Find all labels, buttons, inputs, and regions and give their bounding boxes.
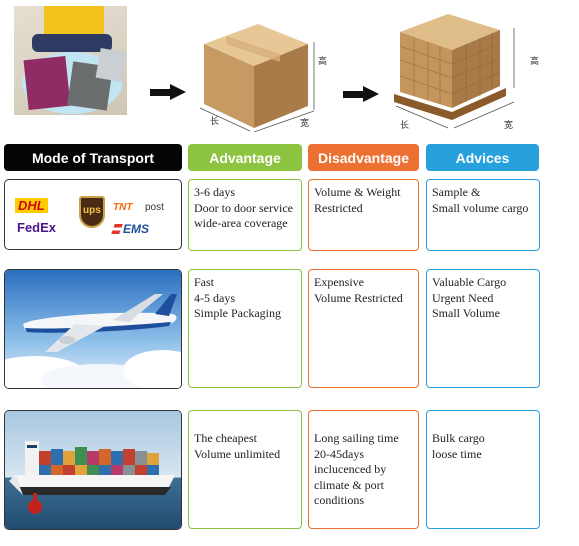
header-disadvantage: Disadvantage — [308, 144, 419, 171]
header-advices: Advices — [426, 144, 539, 171]
express-courier-logos: DHL FedEx ups TNT post EMS — [4, 179, 182, 250]
arrow-right-icon — [343, 86, 379, 102]
express-disadvantage-line: Volume & Weight — [314, 185, 401, 199]
sea-advices-line: loose time — [432, 446, 482, 461]
air-advices-line: Urgent Need — [432, 290, 494, 305]
sea-advantage-line: Volume unlimited — [194, 446, 281, 461]
air-disadvantage-line: Volume Restricted — [314, 290, 403, 305]
airplane-illustration — [5, 270, 181, 388]
air-advantage-cell: Fast 4-5 days Simple Packaging — [188, 269, 302, 388]
pallet-cartons-illustration — [394, 14, 515, 129]
ems-stripe-icon — [111, 224, 123, 234]
sea-disadvantage-line: Long sailing time — [314, 431, 399, 445]
sea-disadvantage-line: climate & port — [314, 477, 384, 492]
sea-advices-line: Bulk cargo — [432, 431, 485, 445]
packing-photo — [14, 6, 127, 115]
arrow-right-icon — [150, 84, 186, 100]
express-advices-cell: Sample & Small volume cargo — [426, 179, 540, 251]
header-advantage: Advantage — [188, 144, 302, 171]
air-disadvantage-cell: Expensive Volume Restricted — [308, 269, 419, 388]
dim-high-label: 高 — [318, 57, 328, 67]
ups-shield-icon: ups — [79, 196, 105, 228]
sea-disadvantage-line: 20-45days — [314, 446, 364, 461]
ems-logo: EMS — [123, 222, 150, 236]
sea-disadvantage-line: inclucenced by — [314, 462, 387, 476]
air-advantage-line: 4-5 days — [194, 290, 235, 305]
air-disadvantage-line: Expensive — [314, 275, 364, 289]
sea-freight-image — [4, 410, 182, 530]
container-ship-illustration — [5, 411, 181, 529]
ups-logo: ups — [83, 205, 101, 216]
air-advices-line: Valuable Cargo — [432, 275, 507, 289]
express-disadvantage-cell: Volume & Weight Restricted — [308, 179, 419, 251]
express-advantage-line: Door to door service — [194, 200, 293, 215]
air-advices-cell: Valuable Cargo Urgent Need Small Volume — [426, 269, 540, 388]
header-mode-of-transport: Mode of Transport — [4, 144, 182, 171]
fedex-logo: FedEx — [17, 220, 57, 235]
sea-advices-cell: Bulk cargo loose time — [426, 410, 540, 529]
sea-advantage-cell: The cheapest Volume unlimited — [188, 410, 302, 529]
carton-box-illustration — [199, 24, 315, 132]
express-advantage-cell: 3-6 days Door to door service wide-area … — [188, 179, 302, 251]
express-disadvantage-line: Restricted — [314, 200, 363, 215]
air-advantage-line: Fast — [194, 275, 215, 289]
dim-wide-label: 宽 — [300, 119, 310, 129]
express-advices-line: Small volume cargo — [432, 200, 529, 215]
air-advices-line: Small Volume — [432, 306, 500, 320]
dim-long-label: 长 — [210, 117, 220, 127]
dim-long-label: 长 — [400, 121, 410, 131]
air-advantage-line: Simple Packaging — [194, 306, 281, 320]
express-advantage-line: wide-area coverage — [194, 216, 288, 230]
express-advantage-line: 3-6 days — [194, 185, 235, 199]
tnt-logo: TNT — [113, 202, 133, 213]
express-advices-line: Sample & — [432, 185, 481, 199]
dhl-logo: DHL — [15, 198, 48, 213]
sea-disadvantage-cell: Long sailing time 20-45days inclucenced … — [308, 410, 419, 529]
sea-advantage-line: The cheapest — [194, 431, 257, 445]
dim-wide-label: 宽 — [504, 121, 514, 131]
dim-high-label: 高 — [530, 57, 540, 67]
post-logo: post — [145, 202, 164, 213]
air-freight-image — [4, 269, 182, 389]
sea-disadvantage-line: conditions — [314, 493, 364, 507]
